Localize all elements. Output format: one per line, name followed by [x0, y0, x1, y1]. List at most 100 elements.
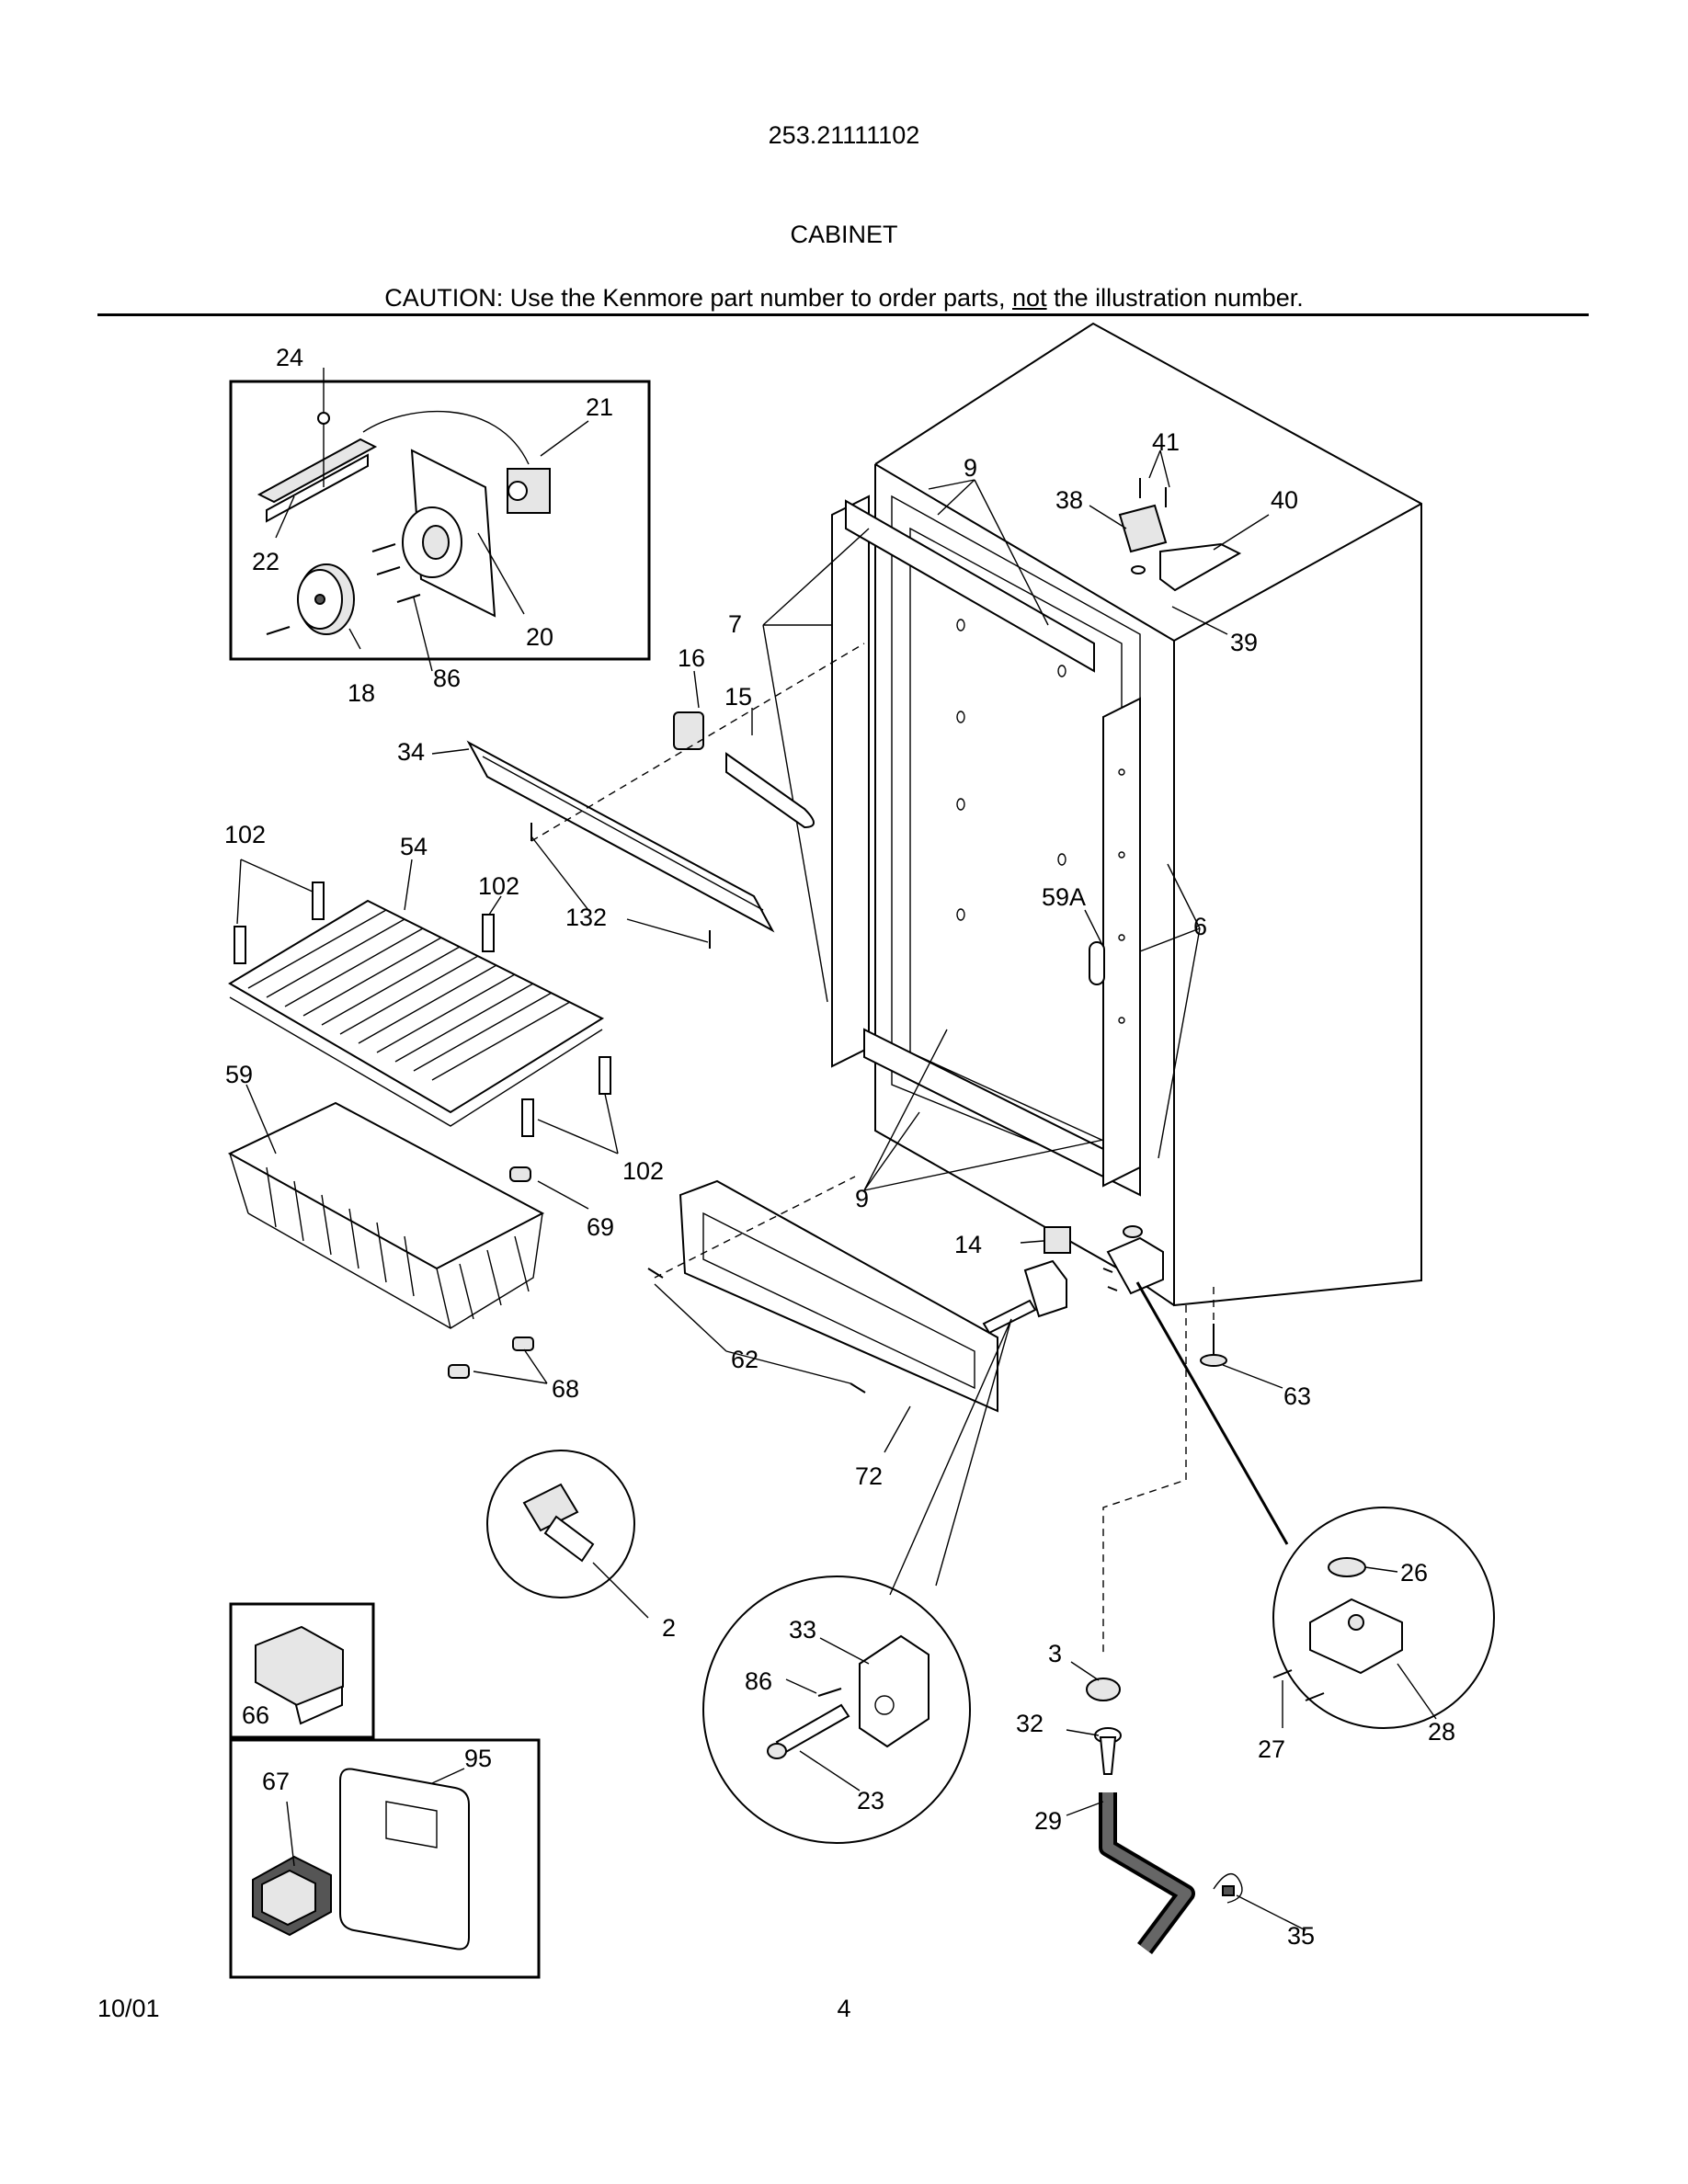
rail-dash — [530, 643, 865, 842]
callout-27: 27 — [1258, 1735, 1285, 1763]
hinge-detail-pointer — [1135, 1281, 1289, 1545]
caution-notice: CAUTION: Use the Kenmore part number to … — [0, 284, 1688, 313]
callout-86-detail: 86 — [745, 1667, 772, 1695]
detail-circle-hinge — [1272, 1507, 1495, 1729]
callout-66: 66 — [242, 1701, 269, 1729]
callout-132: 132 — [565, 904, 607, 931]
part-6-side-gasket — [1102, 697, 1141, 1188]
callout-102-mid: 102 — [478, 872, 519, 900]
header-rule — [97, 313, 1589, 316]
callout-35: 35 — [1287, 1922, 1315, 1950]
part-23-pin — [767, 1703, 850, 1759]
thermostat-inset-box — [229, 380, 651, 661]
inset-leaders — [286, 1768, 465, 1867]
callout-33: 33 — [789, 1616, 816, 1644]
part-38-40-hinge — [1118, 504, 1242, 592]
detail-circle-33 — [702, 1575, 971, 1844]
part-63-leg — [1200, 1324, 1227, 1367]
part-3-plug — [1086, 1678, 1121, 1701]
callout-labels: 24 21 22 20 18 86 16 15 7 9 41 38 40 39 … — [224, 344, 1455, 1950]
part-72-kickplate — [679, 1179, 998, 1413]
callout-63: 63 — [1283, 1382, 1311, 1410]
part-27-screws — [1272, 1669, 1325, 1701]
callout-6: 6 — [1193, 913, 1207, 940]
part-86-screws — [266, 543, 421, 635]
detail-33-pointers — [889, 1318, 1012, 1596]
drain-dash — [1102, 1305, 1187, 1655]
callout-22: 22 — [252, 548, 279, 575]
part-22-bracket — [257, 438, 378, 523]
callout-68: 68 — [552, 1375, 579, 1403]
part-7-gasket-frame — [831, 495, 1141, 1197]
leg-leader — [1222, 1364, 1283, 1389]
callout-14: 14 — [954, 1231, 982, 1258]
callout-54: 54 — [400, 833, 428, 860]
part-34-rail — [466, 740, 775, 933]
capillary-tube — [362, 410, 530, 465]
part-18-knob — [297, 563, 355, 635]
callout-20: 20 — [526, 623, 553, 651]
part-41-screws — [1139, 478, 1167, 507]
model-number: 253.21111102 — [768, 121, 920, 149]
part-132-screws — [530, 823, 711, 949]
rail-leaders — [431, 748, 709, 943]
part-15-bulb — [725, 752, 815, 829]
part-67-95-inset-box — [229, 1738, 541, 1979]
hinge-screws — [1102, 1268, 1118, 1291]
callout-34: 34 — [397, 738, 425, 766]
part-69-stop — [509, 1166, 531, 1182]
callout-95: 95 — [464, 1745, 492, 1772]
callout-21: 21 — [586, 393, 613, 421]
part-67-switch — [252, 1855, 332, 1937]
part-102-clips — [234, 882, 611, 1137]
callout-15: 15 — [724, 683, 752, 711]
shelf-leaders — [236, 859, 619, 1155]
callout-16: 16 — [678, 644, 705, 672]
part-24-screw — [317, 412, 330, 438]
callout-41: 41 — [1152, 428, 1180, 456]
callout-67: 67 — [262, 1768, 290, 1795]
kickplate-dash — [654, 1176, 856, 1279]
callout-26: 26 — [1400, 1559, 1428, 1587]
callout-18: 18 — [348, 679, 375, 707]
bulb-leaders — [693, 670, 753, 735]
callout-23: 23 — [857, 1787, 884, 1814]
kickplate-leaders — [654, 1283, 911, 1453]
part-29-drain-hose — [1099, 1792, 1195, 1954]
part-66-relay — [255, 1625, 344, 1725]
thermostat-leaders — [275, 368, 589, 672]
part-95-gasket — [339, 1768, 470, 1951]
stop-leader — [537, 1180, 589, 1210]
cabinet-holes — [956, 619, 1066, 921]
callout-72: 72 — [855, 1462, 883, 1490]
section-title: CABINET — [790, 221, 898, 248]
hinge-detail-leaders — [1282, 1566, 1437, 1728]
part-33-bracket — [859, 1634, 930, 1748]
callout-3: 3 — [1048, 1640, 1062, 1667]
caution-text: CAUTION: Use the Kenmore part number to … — [384, 284, 1013, 312]
callout-39: 39 — [1230, 629, 1258, 656]
part-32-drain-tube — [1094, 1727, 1122, 1775]
callout-38: 38 — [1055, 486, 1083, 514]
callout-2: 2 — [662, 1614, 676, 1642]
callout-40: 40 — [1271, 486, 1298, 514]
callout-9-top: 9 — [964, 454, 977, 482]
part-62-screws — [647, 1268, 866, 1393]
callout-24: 24 — [276, 344, 303, 371]
part-28-hinge-bracket — [1309, 1598, 1403, 1675]
callout-9-low: 9 — [855, 1185, 869, 1212]
callout-32: 32 — [1016, 1710, 1044, 1737]
callout-62: 62 — [731, 1346, 758, 1373]
cabinet-body — [874, 322, 1422, 1307]
cabinet-leaders — [762, 449, 1270, 1191]
part-21-thermostat — [507, 468, 551, 514]
footer-date: 10/01 — [97, 1995, 160, 2022]
fitting-leader — [592, 1562, 649, 1619]
switch-leader — [1020, 1240, 1044, 1244]
part-14-switch — [982, 1226, 1071, 1335]
part-26-28-lower-hinge — [1106, 1225, 1164, 1295]
part-54-wire-shelf — [228, 899, 605, 1127]
part-20-housing — [402, 449, 496, 618]
callout-102-low: 102 — [622, 1157, 664, 1185]
